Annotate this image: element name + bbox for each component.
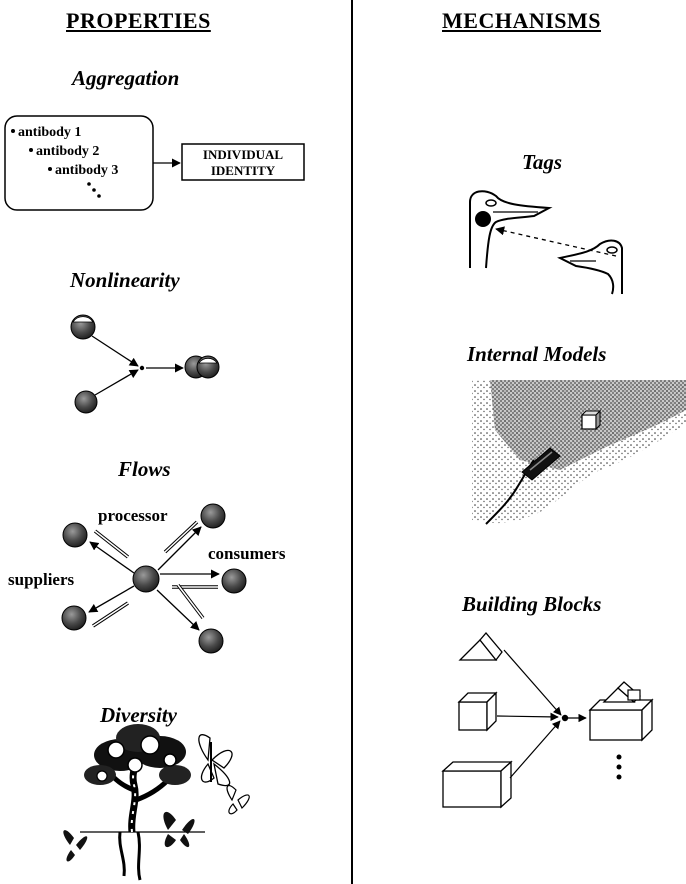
dark-ball	[74, 390, 98, 414]
column-divider	[351, 0, 353, 884]
boat-icon	[521, 447, 561, 481]
nonlinearity-title: Nonlinearity	[70, 268, 180, 292]
properties-header: PROPERTIES	[66, 8, 211, 33]
butterfly-right	[226, 785, 250, 815]
nonlinearity-junction	[139, 365, 145, 371]
suppliers-label: suppliers	[8, 570, 75, 589]
tags-illustration	[469, 190, 623, 295]
internal-models-title: Internal Models	[467, 342, 607, 366]
combined-structure	[588, 681, 654, 742]
processor-label: processor	[98, 506, 168, 525]
antibody-3-label: antibody 3	[55, 163, 118, 178]
supplier-node-bottom	[61, 605, 87, 631]
consumer-node-bottom	[198, 628, 224, 654]
diversity-title: Diversity	[100, 703, 177, 727]
butterfly-dark	[163, 811, 195, 848]
identity-line2: IDENTITY	[211, 163, 276, 178]
consumer-node-top	[200, 503, 226, 529]
bird-head-right	[557, 239, 623, 295]
identity-line1: INDIVIDUAL	[203, 147, 284, 162]
bird-head-left	[469, 190, 553, 269]
antibody-2-label: antibody 2	[36, 144, 99, 159]
tag-spot	[475, 211, 491, 227]
antibody-1-label: antibody 1	[18, 125, 81, 140]
flows-title: Flows	[118, 457, 171, 481]
diversity-illustration	[63, 724, 250, 881]
aggregation-diagram: antibody 1 antibody 2 antibody 3 INDIVID…	[4, 115, 305, 211]
tags-title: Tags	[522, 150, 563, 174]
combiner-junction	[561, 714, 569, 722]
building-icon	[580, 409, 602, 431]
processor-node	[132, 565, 160, 593]
foliage	[84, 724, 191, 785]
wedge-block	[458, 631, 503, 662]
nonlinearity-diagram	[70, 314, 220, 414]
consumer-node-mid	[221, 568, 247, 594]
individual-identity-box	[181, 143, 305, 181]
mechanisms-header: MECHANISMS	[442, 8, 602, 33]
butterfly-large	[198, 734, 233, 787]
supplier-node-top	[62, 522, 88, 548]
butterfly-left	[63, 830, 88, 862]
consumers-label: consumers	[208, 544, 286, 563]
aggregation-title: Aggregation	[72, 66, 180, 90]
internal-models-illustration	[472, 380, 686, 525]
flows-diagram: processor consumers suppliers	[8, 503, 286, 654]
tag-recognition-arrow	[495, 226, 617, 257]
cube-block	[457, 691, 498, 732]
building-blocks-title: Building Blocks	[462, 592, 602, 616]
slab-block	[441, 760, 513, 809]
building-blocks-diagram	[441, 631, 654, 809]
